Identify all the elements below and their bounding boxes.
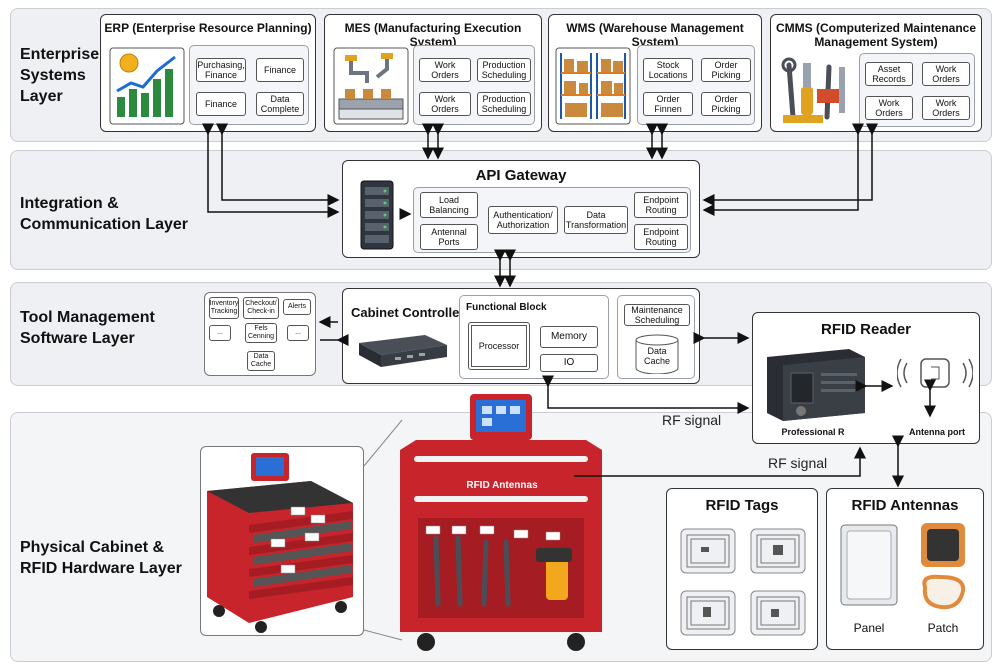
- wms-chip: Stock Locations: [643, 58, 693, 82]
- mes-chip: Production Scheduling: [477, 92, 531, 116]
- tool-sw-chip: Inventory Tracking: [209, 297, 239, 319]
- tool-sw-chip: Checkout/ Check-in: [243, 297, 279, 319]
- cmms-box: CMMS (Computerized Maintenance Managemen…: [770, 14, 982, 132]
- cmms-chip: Work Orders: [865, 96, 913, 120]
- api-chip: Load Balancing: [420, 192, 478, 218]
- erp-title: ERP (Enterprise Resource Planning): [104, 21, 312, 35]
- tool-sw-chip: Alerts: [283, 299, 311, 315]
- mini-pc-icon: [359, 335, 447, 367]
- cmms-chip: Asset Records: [865, 62, 913, 86]
- cabinet-controller-box: Cabinet Controller Functional Block Proc…: [342, 288, 700, 384]
- mes-chip: Work Orders: [419, 58, 471, 82]
- tool-mgmt-layer-label: Tool Management Software Layer: [20, 309, 155, 347]
- mes-chip: Work Orders: [419, 92, 471, 116]
- rfid-tags-box: RFID Tags: [666, 488, 818, 650]
- api-functions: Load Balancing Antennal Ports Authentica…: [413, 187, 691, 253]
- erp-api-link: [202, 123, 340, 218]
- patch-label: Patch: [927, 621, 959, 635]
- rf-signal-label: RF signal: [662, 412, 722, 428]
- rfid-antennas-box: RFID Antennas Panel Patch: [826, 488, 984, 650]
- tool-sw-chip: Data Cache: [247, 351, 275, 371]
- erp-chip: Finance: [196, 92, 246, 116]
- erp-functions: Purchasing, Finance Finance Finance Data…: [189, 45, 309, 125]
- io-chip: IO: [540, 354, 598, 372]
- rfid-antennas-title: RFID Antennas: [851, 497, 959, 514]
- mes-title: MES (Manufacturing Execution System): [344, 21, 522, 49]
- factory-robot-icon: [333, 47, 409, 125]
- cmms-api-link: [702, 123, 878, 206]
- rfid-cabinet-icon: [400, 394, 602, 651]
- memory-chip: Memory: [540, 326, 598, 348]
- database-icon: [635, 334, 679, 374]
- rfid-reader-device-icon: [767, 349, 865, 421]
- rf-signal-line: [542, 375, 750, 414]
- growth-chart-icon: [109, 47, 185, 125]
- rfid-reader-box: RFID Reader Professional R Antenna port: [752, 312, 980, 444]
- rfid-reader-device-label: Professional R: [781, 427, 845, 437]
- warehouse-shelves-icon: [555, 47, 631, 125]
- panel-antenna-icon: [840, 524, 898, 606]
- erp-chip: Data Complete: [256, 92, 304, 116]
- cabinet-closeup-frame: [200, 446, 364, 636]
- cabinet-controller-title: Cabinet Controller: [351, 305, 465, 320]
- patch-antenna-icon: [921, 523, 966, 610]
- integration-layer-label: Integration & Communication Layer: [20, 195, 189, 233]
- tool-sw-chip: ...: [287, 325, 309, 341]
- api-chip: Endpoint Routing: [634, 224, 688, 250]
- mes-chip: Production Scheduling: [477, 58, 531, 82]
- antenna-port-label: Antenna port: [909, 427, 965, 437]
- api-chip: Antennal Ports: [420, 224, 478, 250]
- erp-chip: Finance: [256, 58, 304, 82]
- cmms-api-link: [702, 123, 864, 216]
- cmms-chip: Work Orders: [922, 96, 970, 120]
- wms-box: WMS (Warehouse Management System) Stock …: [548, 14, 762, 132]
- api-gateway-title: API Gateway: [475, 167, 567, 184]
- cmms-chip: Work Orders: [922, 62, 970, 86]
- tools-icon: [781, 57, 845, 123]
- rf-signal-label: RF signal: [768, 455, 828, 471]
- tool-sw-chip: ...: [209, 325, 231, 341]
- wms-chip: Order Picking: [701, 58, 751, 82]
- cmms-functions: Asset Records Work Orders Work Orders Wo…: [859, 53, 975, 127]
- processor-chip: Processor: [468, 322, 530, 370]
- panel-label: Panel: [853, 621, 885, 635]
- rfid-tags-title: RFID Tags: [705, 497, 779, 514]
- erp-api-link: [216, 123, 340, 206]
- cabinet-antennas-banner: RFID Antennas: [466, 480, 538, 491]
- physical-layer-label: Physical Cabinet & RFID Hardware Layer: [20, 539, 182, 577]
- data-cache-label: Data Cache: [643, 346, 670, 366]
- cmms-title: CMMS (Computerized Maintenance Managemen…: [775, 21, 976, 49]
- maintenance-block: Maintenance Scheduling Data Cache: [617, 295, 695, 379]
- wms-chip: Order Picking: [701, 92, 751, 116]
- enterprise-layer-label: Enterprise Systems Layer: [20, 46, 100, 105]
- wms-chip: Order Finnen: [643, 92, 693, 116]
- tool-software-panel: Inventory Tracking Checkout/ Check-in Al…: [204, 292, 316, 376]
- api-chip: Data Transformation: [564, 206, 628, 234]
- rfid-tag-icon: [680, 528, 806, 636]
- mes-box: MES (Manufacturing Execution System) Wor…: [324, 14, 542, 132]
- rfid-reader-title: RFID Reader: [820, 321, 912, 338]
- maintenance-chip: Maintenance Scheduling: [624, 304, 690, 326]
- server-rack-icon: [360, 180, 394, 250]
- mes-functions: Work Orders Production Scheduling Work O…: [413, 45, 535, 125]
- rf-signal-line: [574, 446, 866, 477]
- api-chip: Authentication/ Authorization: [488, 206, 558, 234]
- tool-cabinet-icon: [207, 453, 353, 633]
- erp-chip: Purchasing, Finance: [196, 58, 246, 82]
- functional-block: Functional Block Processor Memory IO: [459, 295, 609, 379]
- api-gateway-box: API Gateway Load Balancing Antennal Port…: [342, 160, 700, 258]
- wms-functions: Stock Locations Order Picking Order Finn…: [637, 45, 755, 125]
- functional-block-title: Functional Block: [466, 302, 547, 313]
- api-chip: Endpoint Routing: [634, 192, 688, 218]
- tool-sw-chip: Fels Cenning: [245, 323, 277, 343]
